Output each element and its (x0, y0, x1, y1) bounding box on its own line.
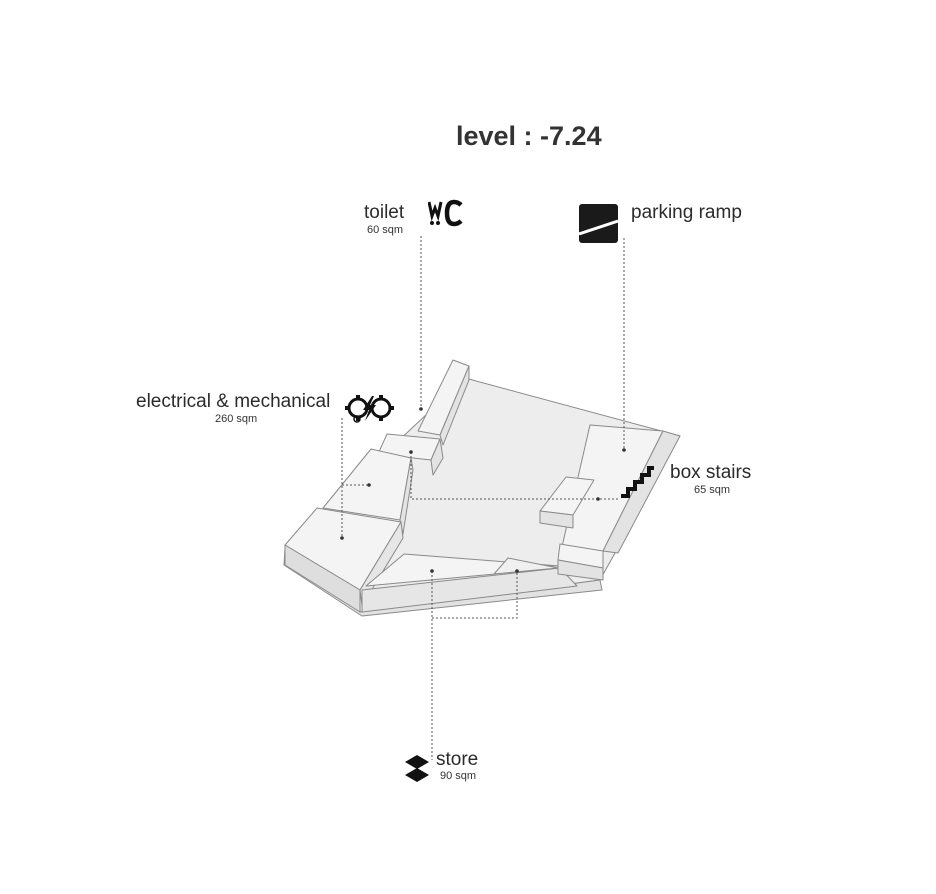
ramp-block-side (602, 430, 681, 554)
toilet-area: 60 sqm (367, 224, 404, 236)
store-block-front (361, 567, 578, 613)
gear-wrench-icon (345, 395, 394, 423)
parking-ramp-icon (579, 204, 618, 243)
store-leader-dot-a (430, 569, 434, 573)
store-leader-dot-b (515, 569, 519, 573)
store-notch (493, 557, 559, 575)
wc-icon (428, 199, 463, 227)
store-area: 90 sqm (440, 770, 477, 782)
level-title: level : -7.24 (456, 121, 602, 151)
electrical-label: electrical & mechanical (136, 391, 331, 412)
toilet-block-side (439, 365, 470, 446)
small-box-side (430, 438, 444, 476)
stairs-icon (621, 466, 654, 498)
toilet-label: toilet (364, 202, 405, 223)
stairs-leader-dot-a (409, 450, 413, 454)
stairs-leader-dot-b (596, 497, 600, 501)
electrical-leader-dot (340, 536, 344, 540)
box-stairs-area: 65 sqm (694, 484, 731, 496)
front-left-block-front (284, 544, 361, 613)
stacked-diamonds-icon (405, 755, 429, 782)
stairs-block-front (539, 510, 574, 529)
electrical-area: 260 sqm (215, 413, 258, 425)
toilet-leader-dot (419, 407, 423, 411)
box-stairs-label: box stairs (670, 462, 752, 483)
parking-ramp-label: parking ramp (631, 202, 742, 223)
store-label: store (436, 749, 479, 770)
box-stairs-leader (410, 452, 620, 500)
store-branch-leader (432, 571, 518, 619)
parking-ramp-leader-dot (622, 448, 626, 452)
right-front-block-front (557, 559, 604, 581)
electrical-branch-dot (367, 483, 371, 487)
